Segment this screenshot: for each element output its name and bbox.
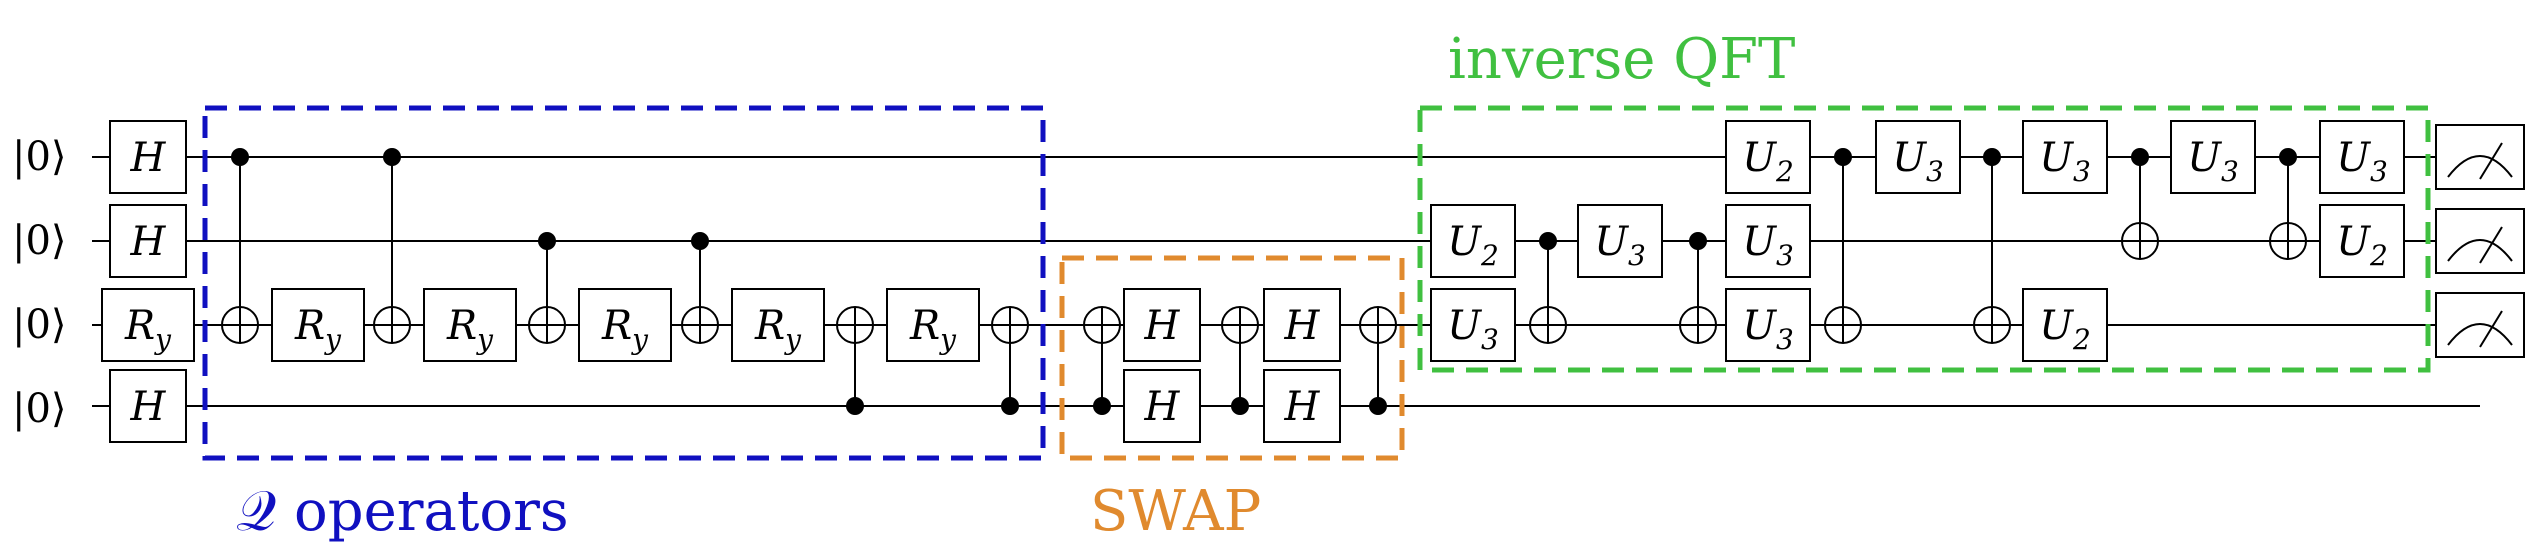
control-dot [2279,148,2297,166]
svg-text:H: H [1144,303,1181,349]
gate-h: H [1263,288,1341,362]
gate-ry: Ry [886,288,980,362]
gate-u2: U2 [1430,204,1516,278]
svg-text:H: H [1284,303,1321,349]
gate-ry: Ry [271,288,365,362]
gate-u3: U3 [1875,120,1961,194]
control-dot [1539,232,1557,250]
gate-u3: U3 [1430,288,1516,362]
input-state-q0: |0⟩ [12,134,67,180]
gate-h: H [109,204,187,278]
svg-text:U3: U3 [2039,135,2091,188]
cnot-gate [1221,306,1259,415]
region-boxes: 𝒬 operators SWAP inverse QFT [202,27,2431,544]
gate-u2: U2 [2022,288,2108,362]
control-dot [691,232,709,250]
control-lines [221,148,2307,415]
svg-text:Ry: Ry [124,303,172,356]
svg-text:U2: U2 [1742,135,1794,188]
gate-h: H [109,369,187,443]
svg-text:U3: U3 [1594,219,1646,272]
control-dot [231,148,249,166]
input-states: |0⟩ |0⟩ |0⟩ |0⟩ [12,134,67,432]
measurement-meter [2435,124,2525,190]
gate-u3: U3 [2022,120,2108,194]
control-dot [1093,397,1111,415]
svg-text:U3: U3 [2336,135,2388,188]
measurement-meter [2435,208,2525,274]
cnot-gate [528,232,566,344]
gate-u2: U2 [1725,120,1811,194]
swap-label: SWAP [1090,479,1261,544]
gate-ry: Ry [731,288,825,362]
input-state-q2: |0⟩ [12,302,67,348]
gate-h: H [1263,369,1341,443]
svg-text:Ry: Ry [754,303,802,356]
control-dot [1369,397,1387,415]
svg-text:Ry: Ry [909,303,957,356]
cnot-gate [373,148,411,344]
gate-u3: U3 [1725,204,1811,278]
cnot-gate [1359,306,1397,415]
svg-text:H: H [130,135,167,181]
cnot-gate [221,148,259,344]
measurement-meter [2435,292,2525,358]
svg-text:U3: U3 [2187,135,2239,188]
cnot-gate [836,306,874,415]
cnot-gate [2121,148,2159,260]
gate-ry: Ry [578,288,672,362]
svg-text:H: H [1284,384,1321,430]
cnot-gate [1679,232,1717,344]
gate-u2: U2 [2319,204,2405,278]
cnot-gate [2269,148,2307,260]
svg-text:U2: U2 [2039,303,2091,356]
svg-text:Ry: Ry [601,303,649,356]
svg-text:U2: U2 [2336,219,2388,272]
input-state-q3: |0⟩ [12,386,67,432]
svg-text:Ry: Ry [446,303,494,356]
svg-text:U3: U3 [1742,219,1794,272]
svg-text:H: H [1144,384,1181,430]
inverse-qft-label: inverse QFT [1448,27,1795,92]
control-dot [1983,148,2001,166]
gate-u3: U3 [2319,120,2405,194]
svg-text:U3: U3 [1447,303,1499,356]
control-dot [2131,148,2149,166]
control-dot [846,397,864,415]
q-operators-region-box [202,105,1046,461]
control-dot [1001,397,1019,415]
input-state-q1: |0⟩ [12,218,67,264]
svg-text:Ry: Ry [294,303,342,356]
cnot-gate [1083,306,1121,415]
gate-u3: U3 [1725,288,1811,362]
cnot-gate [1973,148,2011,344]
control-dot [1689,232,1707,250]
svg-text:H: H [130,219,167,265]
control-dot [383,148,401,166]
svg-text:U2: U2 [1447,219,1499,272]
svg-text:H: H [130,384,167,430]
gate-u3: U3 [2170,120,2256,194]
cnot-gate [681,232,719,344]
gate-u3: U3 [1577,204,1663,278]
gate-h: H [1123,369,1201,443]
control-dot [538,232,556,250]
svg-text:U3: U3 [1742,303,1794,356]
gate-h: H [109,120,187,194]
cnot-gate [1529,232,1567,344]
control-dot [1834,148,1852,166]
q-operators-label: 𝒬 operators [236,479,569,544]
control-dot [1231,397,1249,415]
gate-ry: Ry [101,288,195,362]
gate-h: H [1123,288,1201,362]
cnot-gate [991,306,1029,415]
cnot-gate [1824,148,1862,344]
gate-ry: Ry [423,288,517,362]
svg-text:U3: U3 [1892,135,1944,188]
swap-region-box [1059,255,1405,461]
inverse-qft-region-box [1417,105,2431,373]
